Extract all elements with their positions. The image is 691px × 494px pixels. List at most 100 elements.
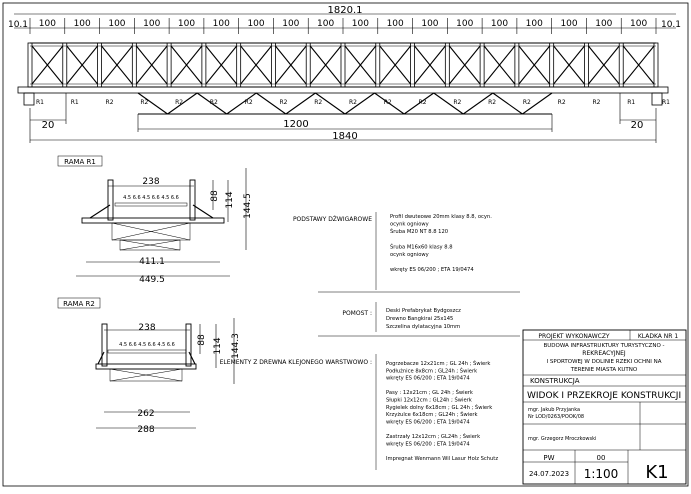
frame-label: R2 — [558, 99, 566, 106]
steel-spec-line: wkręty ES 06/200 ; ETA 19/0474 — [390, 267, 474, 273]
frame-label: R2 — [175, 99, 183, 106]
r1-height-b-label: 114 — [225, 191, 235, 208]
panel-dim-label: 100 — [560, 19, 577, 29]
frame-label: R2 — [419, 99, 427, 106]
frame-label: R2 — [592, 99, 600, 106]
wood-spec-line: Krzyżulce 6x18cm ; GL24h ; Świerk — [386, 411, 478, 418]
truss-elevation — [17, 42, 669, 94]
date-label: 24.07.2023 — [529, 470, 569, 478]
end-offset-left-label: 10.1 — [8, 20, 28, 30]
frame-label: R2 — [106, 99, 114, 106]
wood-heading: ELEMENTY Z DREWNA KLEJONEGO WARSTWOWO : — [220, 359, 372, 366]
r1-deck — [81, 217, 225, 224]
branch-label: KONSTRUKCJA — [530, 377, 580, 385]
center-span-label: 1200 — [283, 119, 308, 130]
sheet-border — [2, 2, 689, 487]
section-r1-label-box — [57, 155, 103, 167]
lower-support-truss — [23, 92, 663, 124]
frame-label: R2 — [523, 99, 531, 106]
steel-heading: PODSTAWY DŹWIGAROWE — [293, 215, 372, 223]
section-r2: RAMA R2 238 4.5 6.6 4.5 6.6 4.5 6.6 88 1… — [57, 297, 241, 435]
panel-dim-label: 100 — [143, 19, 160, 29]
panel-dim-label: 100 — [282, 19, 299, 29]
frame-label: R1 — [71, 99, 79, 106]
steel-spec-lines: Profil dwuteowe 20mm klasy 8.8, ocyn. ocy… — [390, 214, 492, 273]
wood-spec-line: Zastrzały 12x12cm ; GL24h ; Świerk — [386, 433, 480, 440]
r2-post-right — [185, 323, 192, 367]
deck-heading: POMOST : — [342, 310, 372, 317]
r1-top-width-label: 238 — [142, 177, 159, 187]
r2-height-c-label: 144.3 — [231, 333, 241, 359]
r2-bottom-inner-label: 262 — [137, 409, 154, 419]
steel-spec-line: ocynk ogniowy — [390, 222, 429, 228]
steel-spec-line: Profil dwuteowe 20mm klasy 8.8, ocyn. — [390, 214, 492, 220]
overall-length-label: 1820.1 — [328, 5, 363, 16]
rev-label: 00 — [597, 454, 606, 462]
panel-dim-label: 100 — [317, 19, 334, 29]
project-title-line-1: BUDOWA INFRASTRUKTURY TURYSTYCZNO - — [543, 343, 664, 349]
r2-top-chord — [107, 349, 187, 354]
panel-dim-label: 100 — [526, 19, 543, 29]
frame-label: R2 — [245, 99, 253, 106]
steel-spec-line: Śruba M20 NT 8.8 120 — [390, 228, 448, 235]
wood-spec-line: Rygielek dolny 6x18cm ; GL 24h ; Świerk — [386, 404, 492, 411]
r2-inner-spacing-label: 4.5 6.6 4.5 6.6 4.5 6.6 — [119, 342, 175, 348]
frame-label: R1 — [36, 99, 44, 106]
scale-label: 1:100 — [584, 467, 619, 481]
wood-spec-lines: Pogrzebacze 12x21cm ; GL 24h ; ŚwierkPod… — [386, 360, 498, 462]
r1-post-left — [107, 179, 114, 221]
frame-label: R2 — [140, 99, 148, 106]
r1-bottom-inner-label: 411.1 — [139, 257, 165, 267]
designer-line-2: Nr LOD/0263/POOK/08 — [528, 414, 584, 420]
r2-deck — [95, 363, 197, 370]
sheet-code: K1 — [645, 462, 668, 483]
deck-spec-line: Szczelina dylatacyjna 10mm — [386, 324, 460, 330]
r2-height-a-label: 88 — [197, 334, 207, 346]
r2-bottom-outer-label: 288 — [137, 425, 154, 435]
wood-spec-line: Słupki 12x12cm ; GL24h ; Świerk — [386, 397, 472, 404]
section-r1: RAMA R1 238 4.5 6.6 4.5 6.6 4.5 6.6 88 1… — [57, 155, 253, 285]
r1-bottom-outer-label: 449.5 — [139, 275, 165, 285]
frame-label: R2 — [349, 99, 357, 106]
drawing-title: WIDOK I PRZEKROJE KONSTRUKCJI — [527, 391, 681, 401]
r2-height-b-label: 114 — [213, 337, 223, 354]
panel-dim-label: 100 — [456, 19, 473, 29]
support-left-label: 20 — [42, 120, 55, 131]
wood-spec-line: wkręty ES 06/200 ; ETA 19/0474 — [386, 376, 470, 382]
panel-dim-label: 100 — [39, 19, 56, 29]
section-r1-label: RAMA R1 — [64, 158, 96, 166]
section-r2-label: RAMA R2 — [63, 300, 95, 308]
section-r2-label-box — [57, 297, 101, 309]
frame-label: R2 — [210, 99, 218, 106]
wood-spec-line: Pasy : 12x21cm ; GL 24h ; Świerk — [386, 389, 473, 396]
wood-spec-line: Impregnat Wenmann Wil Lasur Holz Schutz — [386, 456, 498, 462]
total-length-label: 1840 — [332, 131, 357, 142]
r1-height-a-label: 88 — [210, 190, 220, 202]
r2-top-width-label: 238 — [138, 323, 155, 333]
title-block: PROJEKT WYKONAWCZY KLADKA NR 1 BUDOWA IN… — [522, 329, 687, 485]
project-label: PROJEKT WYKONAWCZY — [538, 333, 610, 340]
frame-label: R2 — [453, 99, 461, 106]
r1-inner-spacing-label: 4.5 6.6 4.5 6.6 4.5 6.6 — [123, 195, 179, 201]
checker-line: mgr. Grzegorz Mroczkowski — [528, 436, 596, 442]
panel-dim-label: 100 — [630, 19, 647, 29]
frame-label: R2 — [279, 99, 287, 106]
sheet-no-label: KLADKA NR 1 — [638, 333, 679, 340]
steel-spec-line: Śruba M16x60 klasy 8.8 — [390, 243, 453, 250]
panel-dim-label: 100 — [178, 19, 195, 29]
wood-spec-line: Podłużnice 8x8cm ; GL24h ; Świerk — [386, 367, 477, 374]
r1-post-right — [189, 179, 196, 221]
r1-top-chord — [114, 202, 188, 207]
specifications: PODSTAWY DŹWIGAROWE Profil dwuteowe 20mm… — [220, 212, 520, 470]
project-title-line-3: I SPORTOWEJ W DOLINIE RZEKI OCHNI NA — [546, 359, 661, 365]
frame-label: R2 — [314, 99, 322, 106]
panel-dim-label: 100 — [421, 19, 438, 29]
wood-spec-line: wkręty ES 06/200 ; ETA 19/0474 — [386, 419, 470, 425]
support-right-label: 20 — [631, 120, 644, 131]
panel-dim-label: 100 — [247, 19, 264, 29]
frame-label: R2 — [488, 99, 496, 106]
